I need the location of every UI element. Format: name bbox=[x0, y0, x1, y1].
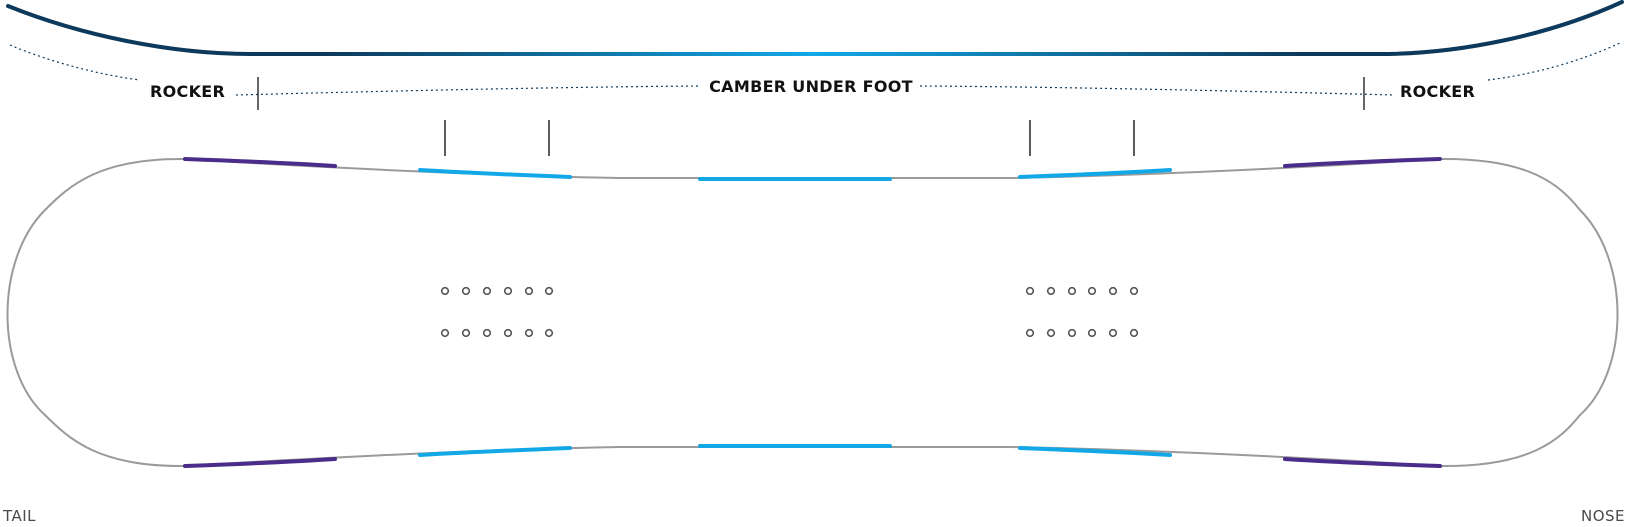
profile-guide-lines bbox=[9, 41, 1623, 96]
tail-edge-accent-bottom bbox=[183, 457, 337, 468]
insert-hole bbox=[1025, 328, 1035, 338]
tail-edge-accent-top bbox=[183, 157, 337, 168]
insert-hole bbox=[1046, 328, 1056, 338]
insert-hole bbox=[1087, 286, 1097, 296]
insert-hole bbox=[1087, 328, 1097, 338]
insert-hole bbox=[440, 328, 450, 338]
insert-hole bbox=[1067, 286, 1077, 296]
camber-under-foot-label: CAMBER UNDER FOOT bbox=[709, 77, 913, 96]
insert-hole bbox=[461, 328, 471, 338]
rocker-label-tail: ROCKER bbox=[150, 82, 225, 101]
board-side-profile bbox=[6, 0, 1624, 56]
nose-edge-accent-bottom bbox=[1283, 457, 1442, 468]
board-top-outline bbox=[6, 157, 1619, 468]
rocker-camber-ticks bbox=[257, 77, 1365, 110]
insert-hole bbox=[1108, 328, 1118, 338]
stance-markers bbox=[444, 120, 1135, 156]
rocker-guide-tail bbox=[9, 44, 141, 81]
camber-accent-bottom-left bbox=[418, 446, 572, 457]
camber-guide-right bbox=[919, 85, 1395, 96]
rocker-guide-nose bbox=[1487, 41, 1623, 81]
insert-hole bbox=[544, 286, 554, 296]
insert-hole bbox=[1108, 286, 1118, 296]
insert-hole bbox=[482, 328, 492, 338]
insert-hole bbox=[461, 286, 471, 296]
camber-guide-left bbox=[235, 85, 701, 96]
insert-holes-nose bbox=[1025, 286, 1139, 338]
insert-hole bbox=[544, 328, 554, 338]
insert-hole bbox=[1129, 286, 1139, 296]
insert-hole bbox=[482, 286, 492, 296]
insert-hole bbox=[1025, 286, 1035, 296]
nose-label: NOSE bbox=[1581, 507, 1625, 525]
insert-hole bbox=[1067, 328, 1077, 338]
insert-hole bbox=[1129, 328, 1139, 338]
insert-hole bbox=[440, 286, 450, 296]
camber-accent-top-left bbox=[418, 168, 572, 179]
rocker-label-nose: ROCKER bbox=[1400, 82, 1475, 101]
tail-label: TAIL bbox=[2, 507, 36, 525]
camber-accent-top-right bbox=[1018, 168, 1172, 179]
insert-hole bbox=[524, 328, 534, 338]
insert-hole bbox=[503, 286, 513, 296]
insert-hole bbox=[503, 328, 513, 338]
insert-hole bbox=[524, 286, 534, 296]
bottom-edge-accents bbox=[183, 444, 1442, 468]
top-edge-accents bbox=[183, 157, 1442, 181]
insert-hole bbox=[1046, 286, 1056, 296]
nose-edge-accent-top bbox=[1283, 157, 1442, 168]
insert-holes-tail bbox=[440, 286, 554, 338]
camber-accent-bottom-right bbox=[1018, 446, 1172, 457]
